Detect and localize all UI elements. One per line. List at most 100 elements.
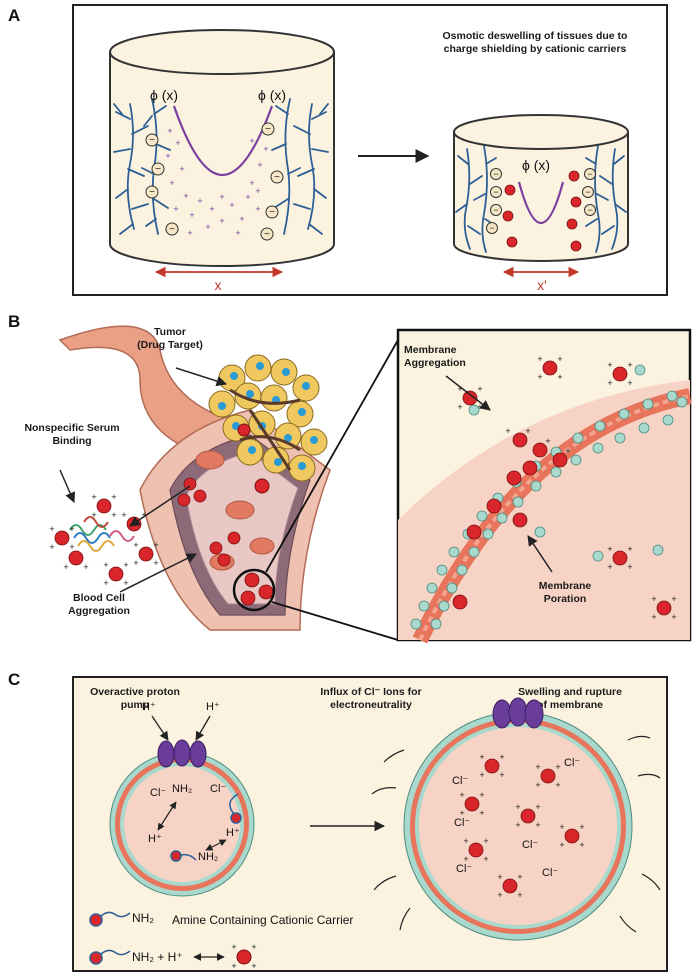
swelling-line1: Swelling and rupture xyxy=(518,686,622,698)
legend-reaction-text: NH₂ + H⁺ xyxy=(132,950,183,964)
panel-letter-b: B xyxy=(8,312,21,331)
svg-text:+: + xyxy=(459,790,464,800)
svg-text:+: + xyxy=(457,384,462,394)
svg-text:+: + xyxy=(517,890,522,900)
swelling-line2: of membrane xyxy=(537,699,603,711)
svg-text:−: − xyxy=(149,187,155,198)
svg-text:+: + xyxy=(477,384,482,394)
membrane-poration-label: Membrane Poration xyxy=(520,580,610,606)
proton-pump-line1: Overactive proton xyxy=(90,686,180,698)
svg-text:+: + xyxy=(255,186,260,196)
svg-text:−: − xyxy=(587,205,592,215)
cl-large-d: Cl⁻ xyxy=(522,839,538,851)
panel-a-caption-line2: charge shielding by cationic carriers xyxy=(443,43,627,55)
legend-protonated-plus: ++++ xyxy=(231,942,256,971)
svg-text:+: + xyxy=(111,492,116,502)
membrane-carriers xyxy=(452,360,672,616)
serum-label-line2: Binding xyxy=(52,435,92,447)
svg-text:+: + xyxy=(91,510,96,520)
svg-text:−: − xyxy=(274,172,280,183)
svg-text:+: + xyxy=(555,780,560,790)
svg-text:+: + xyxy=(263,144,268,154)
panel-letter-c: C xyxy=(8,670,21,689)
blood-cell-label-line2: Aggregation xyxy=(68,605,130,617)
width-label-x: x xyxy=(215,277,222,293)
influx-line2: electroneutrality xyxy=(330,699,412,711)
svg-text:+: + xyxy=(235,228,240,238)
exchange-arrow-b xyxy=(205,839,227,851)
membrane-plus-signs: ++++ ++++ ++++ ++++ ++++ ++++ xyxy=(457,354,676,622)
svg-text:+: + xyxy=(251,961,256,971)
proton-pump-label: Overactive proton pump xyxy=(80,686,190,712)
svg-text:−: − xyxy=(169,224,175,235)
svg-text:+: + xyxy=(579,822,584,832)
svg-text:−: − xyxy=(493,169,498,179)
phi-label-small: ϕ (x) xyxy=(522,157,550,173)
tumor-label-line2: (Drug Target) xyxy=(137,339,203,351)
serum-protein xyxy=(69,516,135,552)
serum-carriers xyxy=(54,498,154,582)
membrane-aggregation-label: Membrane Aggregation xyxy=(404,344,504,370)
svg-text:+: + xyxy=(103,578,108,588)
legend-nh2: NH₂ xyxy=(132,911,154,925)
tumor-label: Tumor (Drug Target) xyxy=(110,326,230,352)
phi-curve-small xyxy=(517,181,565,225)
membrane-poration-line2: Poration xyxy=(543,593,587,605)
legend-carrier-icon xyxy=(89,913,103,927)
svg-text:+: + xyxy=(535,762,540,772)
svg-text:+: + xyxy=(607,562,612,572)
proton-pump-line2: pump xyxy=(120,699,150,711)
nh2-a: NH₂ xyxy=(172,783,192,795)
svg-text:+: + xyxy=(83,562,88,572)
tissue-fiber-network xyxy=(113,98,627,253)
membrane-zoom-box xyxy=(396,328,692,644)
cl-minus-a: Cl⁻ xyxy=(150,787,166,799)
serum-label-line1: Nonspecific Serum xyxy=(24,422,120,434)
influx-label: Influx of Cl⁻ Ions for electroneutrality xyxy=(296,686,446,712)
panel-b-graphic: ++++ ++++ ++ ++++ ++++ ++ ++++ ++++ xyxy=(49,325,692,644)
svg-text:+: + xyxy=(627,544,632,554)
svg-text:−: − xyxy=(264,229,270,240)
svg-text:+: + xyxy=(209,204,214,214)
membrane-aggregation-line2: Aggregation xyxy=(404,357,466,369)
panel-a-graphic: − − − − − − − − ++++ ++++ ++++ ++++ ++++… xyxy=(109,29,629,293)
svg-text:+: + xyxy=(189,210,194,220)
svg-text:+: + xyxy=(167,126,172,136)
svg-text:−: − xyxy=(587,169,592,179)
h-plus-in-a: H⁺ xyxy=(148,833,162,845)
h-plus-left: H⁺ xyxy=(142,701,156,713)
svg-text:+: + xyxy=(671,612,676,622)
svg-text:+: + xyxy=(463,854,468,864)
svg-text:+: + xyxy=(219,216,224,226)
proton-pump-large xyxy=(492,697,544,729)
large-tissue-cylinder xyxy=(109,29,335,267)
membrane-poration-line1: Membrane xyxy=(538,580,592,592)
carrier-tail-a xyxy=(229,793,239,815)
svg-text:+: + xyxy=(525,426,530,436)
svg-text:+: + xyxy=(153,558,158,568)
svg-text:+: + xyxy=(545,436,550,446)
svg-text:+: + xyxy=(651,594,656,604)
svg-text:+: + xyxy=(111,510,116,520)
carrier-small-a xyxy=(230,812,242,824)
svg-text:+: + xyxy=(515,802,520,812)
svg-text:+: + xyxy=(249,136,254,146)
svg-text:−: − xyxy=(493,187,498,197)
svg-text:+: + xyxy=(133,540,138,550)
swelling-label: Swelling and rupture of membrane xyxy=(500,686,640,712)
svg-text:+: + xyxy=(123,578,128,588)
svg-text:+: + xyxy=(141,510,146,520)
membrane-aggregation-arrow xyxy=(445,375,491,411)
h-plus-arrow-left xyxy=(151,715,169,741)
small-tissue-cylinder xyxy=(453,114,629,262)
cl-large-c: Cl⁻ xyxy=(454,817,470,829)
svg-text:+: + xyxy=(245,192,250,202)
svg-text:+: + xyxy=(457,402,462,412)
zoom-line-bottom xyxy=(271,601,399,641)
svg-text:+: + xyxy=(49,524,54,534)
tumor-cluster xyxy=(208,354,328,494)
panel-letter-a: A xyxy=(8,6,21,25)
svg-text:+: + xyxy=(49,542,54,552)
svg-text:+: + xyxy=(69,542,74,552)
svg-text:+: + xyxy=(559,840,564,850)
